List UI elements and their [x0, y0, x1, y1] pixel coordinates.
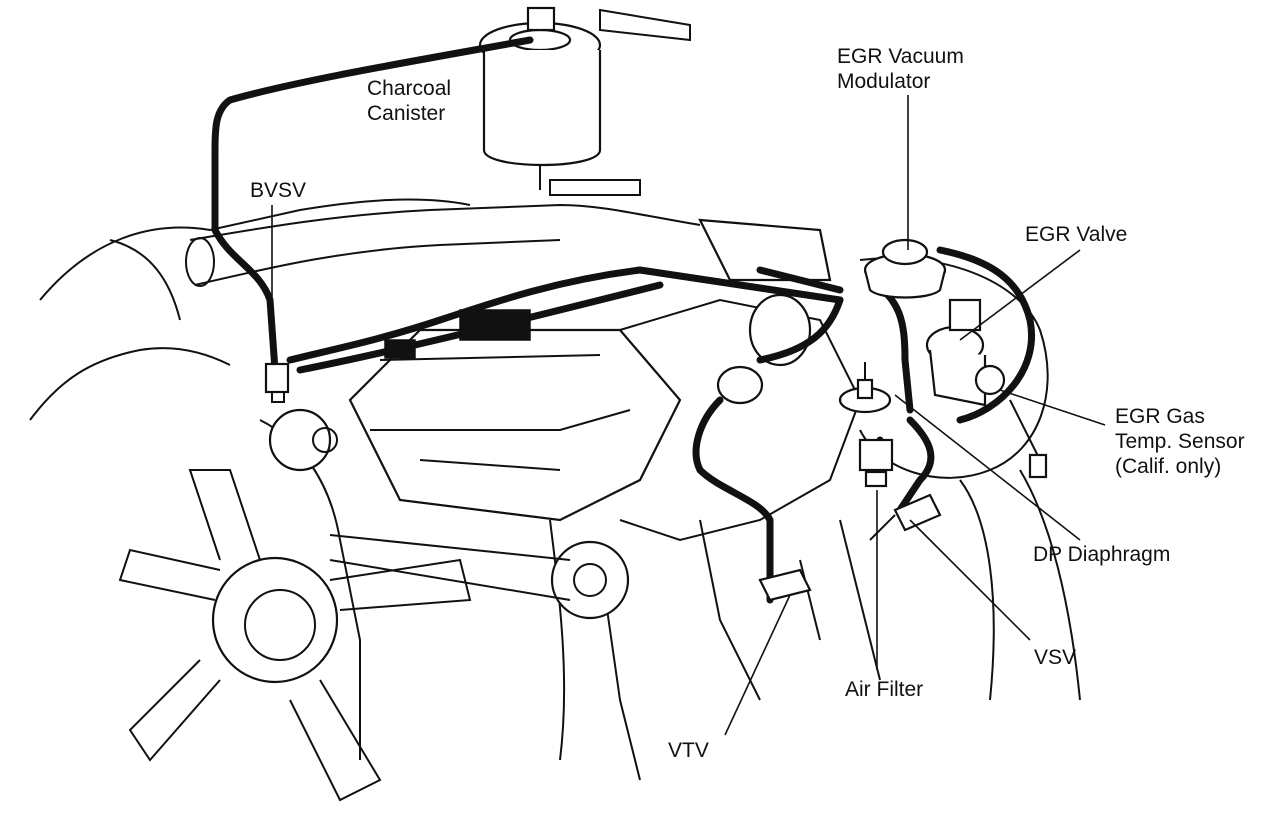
charcoal-canister-line-2: Canister	[367, 102, 446, 125]
air-filter-drawing	[858, 438, 894, 488]
egr-valve-label: EGR Valve	[1025, 223, 1128, 246]
charcoal-canister-label: Charcoal Canister	[367, 76, 451, 126]
egr-vacuum-modulator-line-1: EGR Vacuum	[837, 45, 964, 68]
air-filter-label: Air Filter	[845, 678, 924, 701]
vtv-drawing	[758, 568, 812, 602]
egr-gas-temp-sensor-label: EGR Gas Temp. Sensor (Calif. only)	[1115, 404, 1245, 479]
egr-gas-temp-sensor-line-3: (Calif. only)	[1115, 455, 1222, 478]
vsv-drawing	[869, 493, 942, 541]
bvsv-label: BVSV	[250, 179, 307, 202]
dp-diaphragm-label: DP Diaphragm	[1033, 543, 1171, 566]
charcoal-canister-drawing	[478, 6, 602, 190]
egr-vacuum-modulator-line-2: Modulator	[837, 70, 931, 93]
dp-diaphragm-drawing	[838, 362, 892, 414]
vtv-label: VTV	[668, 739, 709, 762]
egr-vacuum-modulator-label: EGR Vacuum Modulator	[837, 44, 964, 94]
bvsv-drawing	[264, 362, 290, 403]
egr-gas-temp-sensor-line-1: EGR Gas	[1115, 405, 1205, 428]
egr-valve-drawing	[925, 298, 1048, 479]
engine-outline	[29, 8, 1081, 802]
egr-gas-temp-sensor-line-2: Temp. Sensor	[1115, 430, 1245, 453]
leader-lines	[271, 95, 1106, 736]
vsv-label: VSV	[1034, 646, 1077, 669]
charcoal-canister-line-1: Charcoal	[367, 77, 452, 100]
egr-vacuum-modulator-drawing	[863, 238, 947, 299]
vacuum-hoses	[211, 36, 1035, 604]
